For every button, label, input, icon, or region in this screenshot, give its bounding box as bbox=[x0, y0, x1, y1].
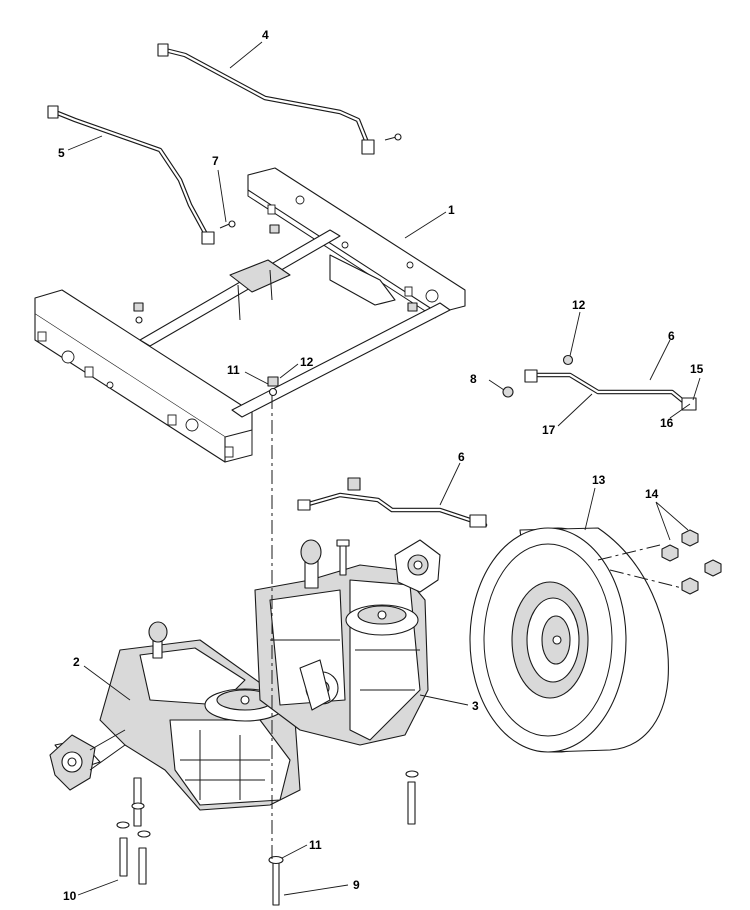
callout-17: 17 bbox=[542, 423, 556, 437]
callout-13: 13 bbox=[592, 473, 606, 487]
linkage-rod-6-lower bbox=[297, 477, 488, 528]
control-rod-5 bbox=[47, 105, 236, 245]
callout-16: 16 bbox=[660, 416, 674, 430]
leader-lines bbox=[67, 41, 701, 896]
bolts-washers bbox=[116, 395, 419, 906]
callout-6-lower: 6 bbox=[458, 450, 465, 464]
callout-2: 2 bbox=[73, 655, 80, 669]
callout-3: 3 bbox=[472, 699, 479, 713]
wheel-tire bbox=[469, 527, 691, 753]
callout-12-right: 12 bbox=[572, 298, 586, 312]
callout-9: 9 bbox=[353, 878, 360, 892]
callout-7: 7 bbox=[212, 154, 219, 168]
callout-15: 15 bbox=[690, 362, 704, 376]
transmission-right bbox=[254, 539, 441, 746]
lug-nuts bbox=[661, 529, 722, 595]
callout-10: 10 bbox=[63, 889, 77, 903]
callout-6-upper: 6 bbox=[668, 329, 675, 343]
callout-11-lower: 11 bbox=[309, 838, 322, 852]
frame-assembly bbox=[34, 167, 466, 463]
callout-1: 1 bbox=[448, 203, 455, 217]
callout-4: 4 bbox=[262, 28, 269, 42]
callout-12-upper: 12 bbox=[300, 355, 314, 369]
control-rod-4 bbox=[157, 43, 402, 155]
callout-14: 14 bbox=[645, 487, 659, 501]
callout-5: 5 bbox=[58, 146, 65, 160]
callout-11-upper: 11 bbox=[227, 363, 240, 377]
callout-8: 8 bbox=[470, 372, 477, 386]
linkage-rod-6-upper bbox=[502, 354, 697, 411]
